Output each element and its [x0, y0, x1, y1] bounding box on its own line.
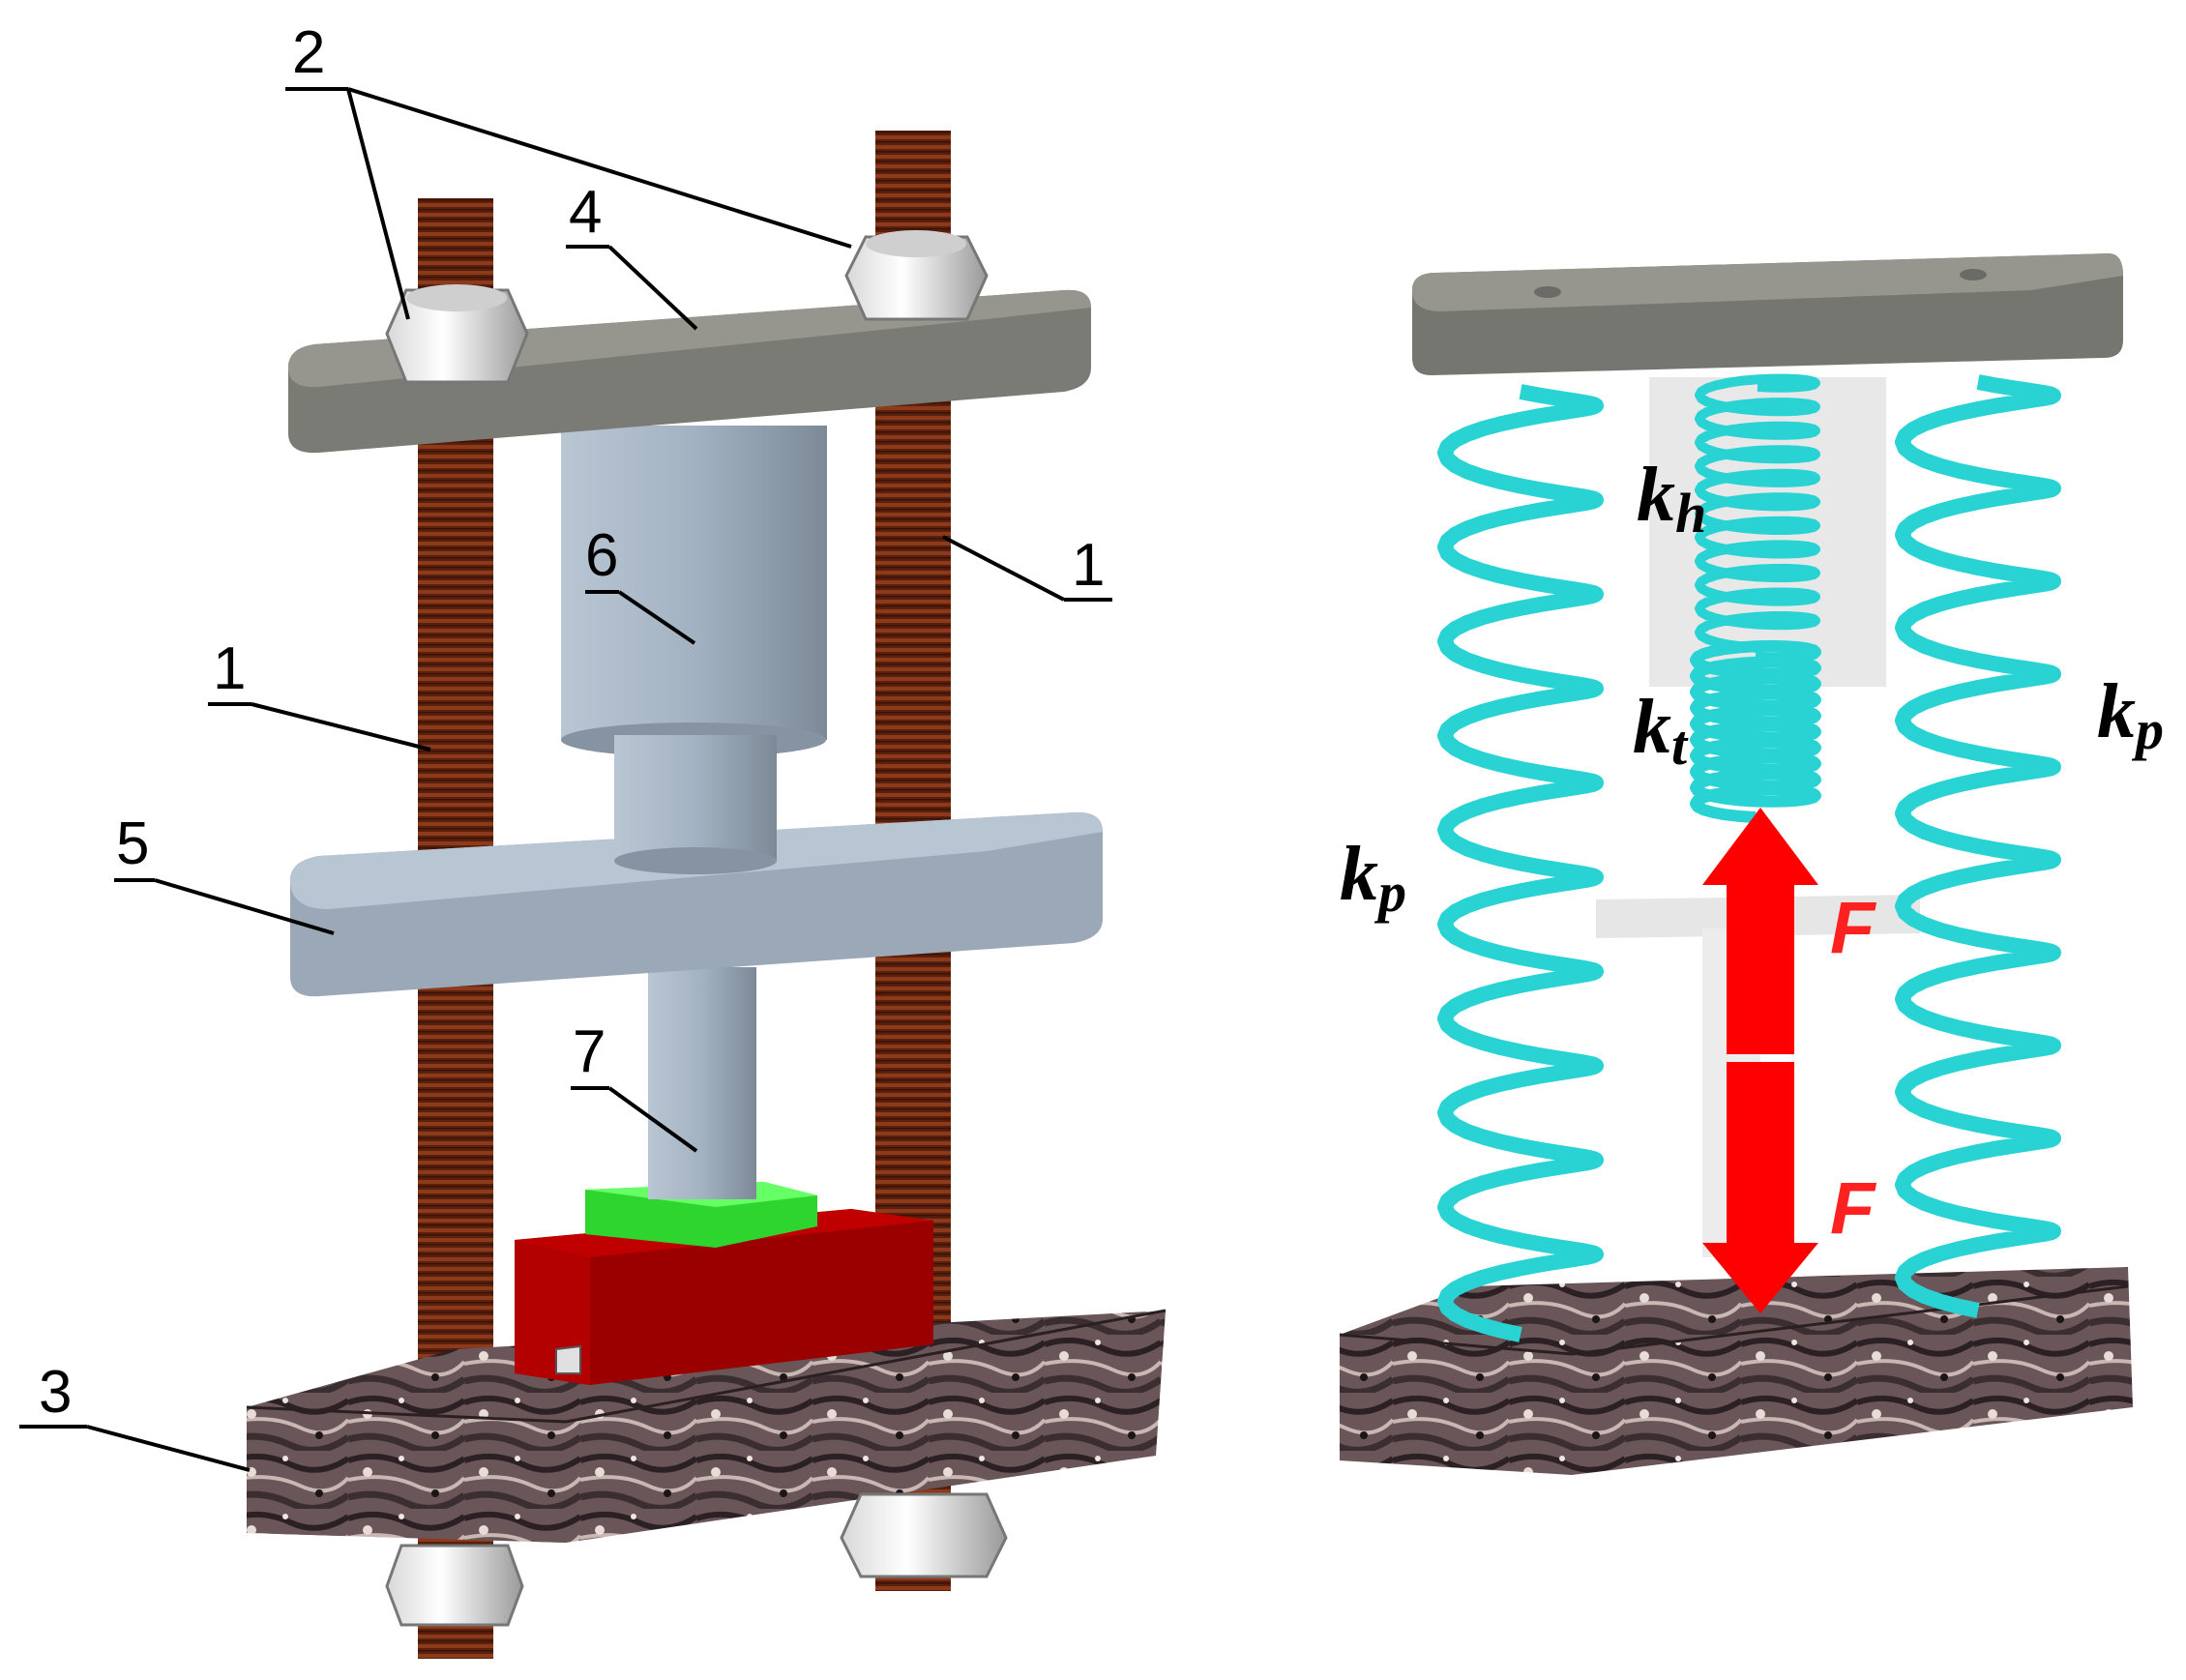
- label-kh: kh: [1637, 453, 1706, 545]
- spring-kh: [1695, 373, 1820, 653]
- hex-nut-top-left: [385, 284, 529, 384]
- label-kp-left: kp: [1340, 832, 1406, 924]
- callout-middle-plate: 5: [116, 811, 149, 877]
- spring-kp-left: [1437, 384, 1604, 1342]
- rock-base-model: [1339, 1267, 2133, 1475]
- spring-model-illustration: kh kt kp kp F F: [1339, 253, 2164, 1475]
- hex-nut-bottom-left: [385, 1544, 524, 1627]
- force-arrow: [1702, 808, 1818, 1313]
- rock-base: [246, 1309, 1167, 1543]
- label-force-bottom: F: [1830, 1167, 1877, 1250]
- spring-group: [1437, 373, 2061, 1342]
- hex-nut-bottom-right: [840, 1492, 1008, 1578]
- callout-base: 3: [39, 1359, 72, 1426]
- spring-kp-right: [1895, 374, 2061, 1318]
- label-kp-right: kp: [2097, 669, 2164, 761]
- label-kt: kt: [1633, 685, 1689, 777]
- hex-nut-top-right: [844, 230, 989, 321]
- callout-top-plate: 4: [569, 179, 602, 246]
- top-plate-model: [1412, 253, 2123, 375]
- piston-rod: [648, 967, 756, 1199]
- callout-piston-rod: 7: [573, 1018, 606, 1085]
- test-rig-illustration: 2 4 1 6 1 5 7 3: [19, 19, 1167, 1659]
- callout-rod-right: 1: [1072, 532, 1105, 599]
- label-force-top: F: [1830, 887, 1877, 969]
- spring-kt: [1690, 639, 1821, 823]
- hydraulic-cylinder: [561, 426, 827, 874]
- callout-cylinder: 6: [585, 522, 618, 589]
- callout-nuts: 2: [292, 19, 325, 86]
- callout-rod-left: 1: [213, 635, 246, 702]
